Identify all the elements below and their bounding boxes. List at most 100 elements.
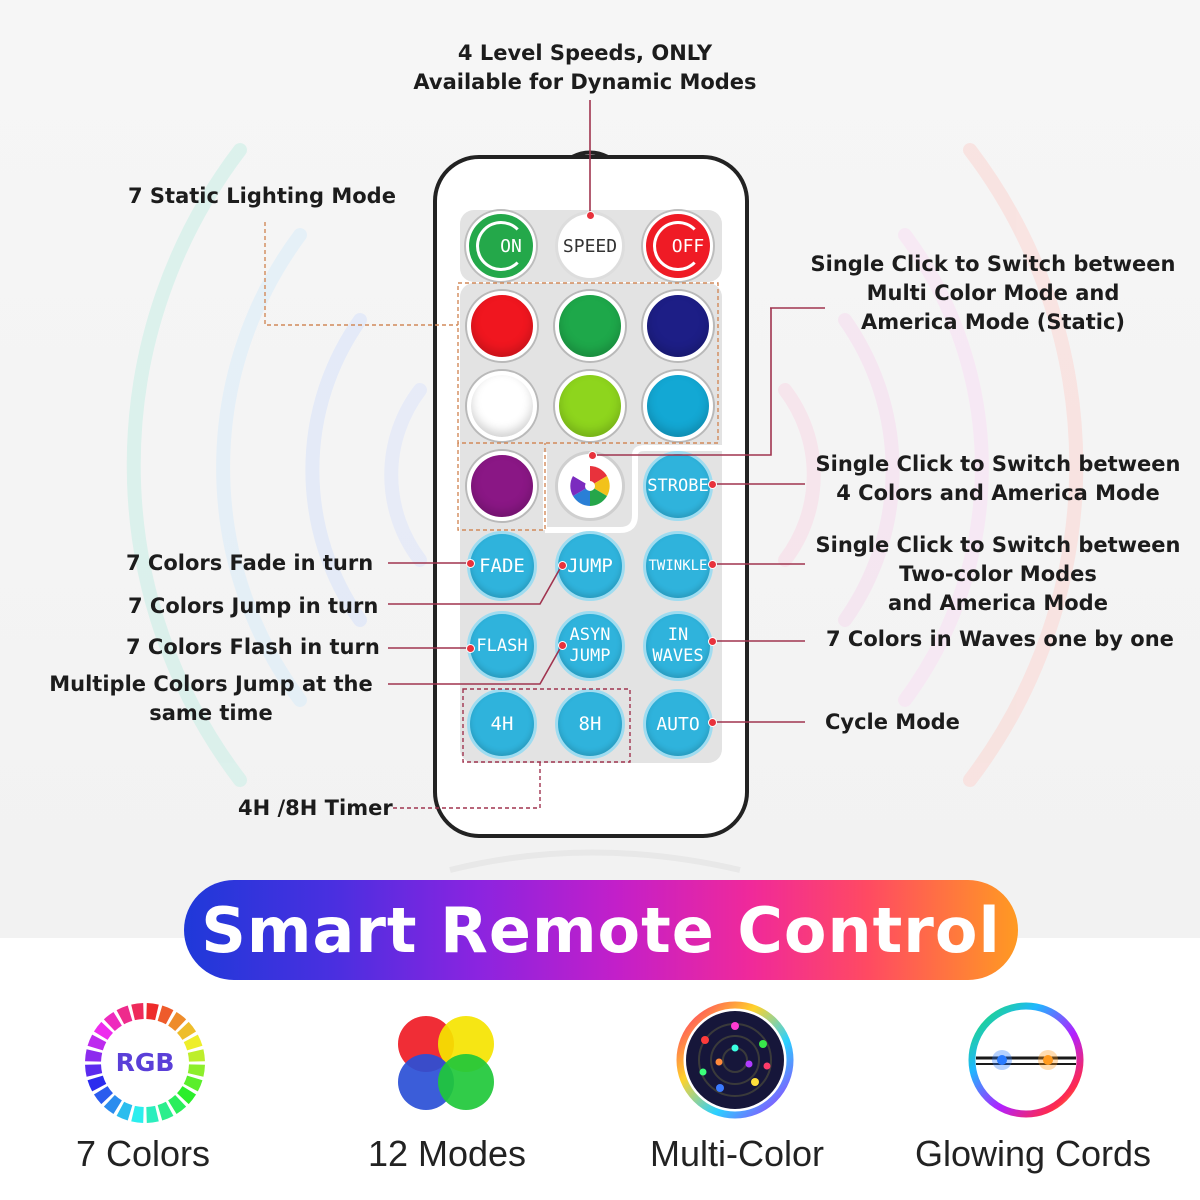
remote-button-panel (460, 283, 722, 763)
navy-color-button[interactable] (643, 291, 713, 361)
strobe-label-text: Single Click to Switch between 4 Colors … (815, 452, 1181, 505)
asyn-jump-label-text: Multiple Colors Jump at the same time (49, 672, 373, 725)
rgb-ring-segment (168, 1011, 187, 1031)
four-circles-icon (398, 1016, 494, 1110)
timer-label-text: 4H /8H Timer (238, 796, 393, 820)
rgb-ring-icon: RGB (85, 1003, 205, 1123)
callout-lines (264, 100, 825, 809)
off-label: OFF (671, 235, 705, 257)
rgb-ring-segment (87, 1075, 107, 1092)
strobe-button[interactable]: STROBE (643, 451, 713, 521)
asyn-jump-leader-line (388, 644, 563, 685)
speed-note-label: 4 Level Speeds, ONLY Available for Dynam… (413, 41, 757, 94)
strobe-label: STROBE (647, 475, 709, 496)
rgb-ring-segment (146, 1105, 159, 1123)
fade-label: FADE (479, 554, 525, 577)
lime-color-button[interactable] (555, 371, 625, 441)
in-label: IN (667, 625, 689, 645)
red-color-button[interactable] (467, 291, 537, 361)
purple-color-button[interactable] (467, 451, 537, 521)
rgb-ring-segment (157, 1005, 174, 1025)
multi-color-label: Single Click to Switch between Multi Col… (810, 252, 1176, 334)
white-color-button[interactable] (467, 371, 537, 441)
rgb-ring-segment (93, 1086, 113, 1105)
rgb-ring-segment (146, 1003, 159, 1021)
on-button[interactable]: ON (466, 211, 536, 281)
flash-button[interactable]: FLASH (467, 611, 537, 681)
static-mode-bracket (457, 282, 719, 444)
flash-dot (466, 644, 475, 653)
jump-leader-line (388, 564, 563, 605)
rgb-ring-segment (103, 1095, 122, 1115)
jump-label-text: 7 Colors Jump in turn (128, 594, 379, 618)
flash-label: FLASH (476, 635, 528, 656)
rgb-ring-segment (183, 1034, 203, 1051)
cycle-label-text: Cycle Mode (825, 710, 960, 734)
fade-dot (466, 559, 475, 568)
timer-4h-label: 4H (490, 712, 514, 735)
timer-bracket (462, 688, 631, 763)
remote-reflection (449, 849, 741, 873)
multi-color-lights-icon (676, 1001, 794, 1119)
rgb-ring-segment (187, 1064, 205, 1077)
speed-label: SPEED (562, 235, 618, 257)
rgb-ring-segment (177, 1021, 197, 1040)
static-mode-bracket-lower (457, 443, 546, 531)
speed-button[interactable]: SPEED (555, 211, 625, 281)
green-color-button[interactable] (555, 291, 625, 361)
auto-label: AUTO (656, 713, 700, 735)
rgb-ring-segment (131, 1003, 144, 1021)
smart-remote-banner: Smart Remote Control (184, 880, 1018, 980)
cyan-color-button[interactable] (643, 371, 713, 441)
waves-dot (708, 637, 717, 646)
rgb-ring-segment (131, 1105, 144, 1123)
jump-label: JUMP (567, 554, 613, 577)
rgb-ring-segment (85, 1049, 103, 1062)
strobe-dot (708, 480, 717, 489)
on-label: ON (500, 235, 522, 257)
fade-label-text: 7 Colors Fade in turn (126, 551, 374, 575)
twinkle-label-text: Single Click to Switch between Two-color… (815, 533, 1181, 615)
static-mode-label: 7 Static Lighting Mode (128, 184, 396, 208)
twinkle-dot (708, 560, 717, 569)
rgb-ring-segment (116, 1005, 133, 1025)
glowing-cord-icon (968, 1002, 1084, 1118)
pinwheel-icon (570, 466, 610, 506)
rgb-ring-segment (103, 1011, 122, 1031)
asyn-label: ASYN (569, 625, 611, 645)
rgb-ring-segment (85, 1064, 103, 1077)
multi-color-leader-line (592, 307, 825, 456)
asyn-jump-dot (558, 641, 567, 650)
timer-leader-line (390, 762, 541, 809)
feature-glowing-cords: Glowing Cords (914, 1133, 1152, 1174)
waves-label-text: 7 Colors in Waves one by one (826, 627, 1174, 651)
feature-multi-color: Multi-Color (649, 1133, 825, 1174)
banner-title: Smart Remote Control (201, 893, 1001, 967)
feature-12-modes: 12 Modes (367, 1133, 527, 1174)
timer-4h-button[interactable]: 4H (467, 689, 537, 759)
jump-dot (558, 561, 567, 570)
timer-8h-button[interactable]: 8H (555, 689, 625, 759)
flash-label-text: 7 Colors Flash in turn (126, 635, 380, 659)
multi-color-dot (588, 451, 597, 460)
speed-dot (586, 211, 595, 220)
rgb-ring-segment (187, 1049, 205, 1062)
timer-8h-label: 8H (578, 712, 602, 735)
twinkle-label: TWINKLE (648, 557, 708, 574)
asyn-jump-label: JUMP (569, 646, 611, 666)
signal-arcs-decoration (126, 143, 1084, 787)
off-button[interactable]: OFF (643, 211, 713, 281)
cycle-dot (708, 718, 717, 727)
waves-label: WAVES (652, 646, 704, 666)
rgb-badge-text: RGB (116, 1048, 175, 1077)
static-mode-leader-line (264, 222, 458, 326)
rgb-ring-segment (116, 1101, 133, 1121)
rgb-ring-segment (87, 1034, 107, 1051)
rgb-ring-segment (168, 1095, 187, 1115)
rgb-ring-segment (177, 1086, 197, 1105)
rgb-ring-segment (183, 1075, 203, 1092)
in-waves-button[interactable]: IN WAVES (643, 611, 713, 681)
feature-7-colors: 7 Colors (75, 1133, 211, 1174)
rgb-ring-segment (93, 1021, 113, 1040)
rgb-ring-segment (157, 1101, 174, 1121)
